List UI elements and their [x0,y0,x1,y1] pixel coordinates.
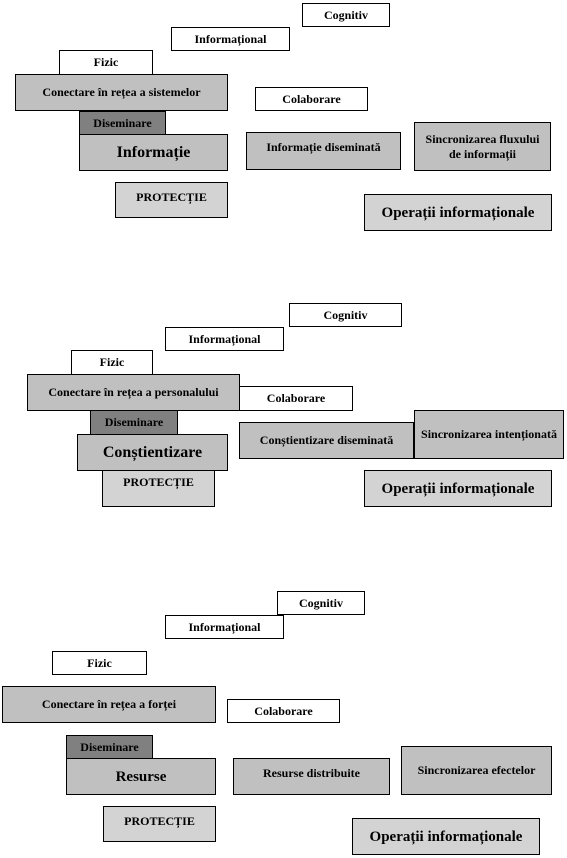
colaborare-box: Colaborare [239,386,353,411]
protectie-box: PROTECȚIE [103,806,216,842]
diseminare-box: Diseminare [66,735,153,759]
operatii-box: Operații informaționale [364,194,552,231]
cognitiv-box: Cognitiv [302,3,390,27]
colaborare-box: Colaborare [255,87,368,111]
sync-box: Sincronizarea efectelor [401,746,552,795]
fizic-box: Fizic [59,50,153,75]
diseminare-box: Diseminare [90,410,178,435]
cognitiv-box: Cognitiv [289,303,402,327]
disseminated-box: Resurse distribuite [233,758,390,795]
protectie-box: PROTECȚIE [115,182,228,218]
core-box: Resurse [66,758,216,795]
operatii-box: Operații informaționale [352,818,540,855]
core-box: Conștientizare [77,434,228,471]
disseminated-box: Informație diseminată [246,132,401,170]
sync-box: Sincronizarea fluxului de informații [414,122,551,171]
networking-box: Conectare în rețea a forței [2,686,216,723]
informational-box: Informațional [165,327,284,351]
core-box: Informație [79,134,228,171]
sync-box: Sincronizarea intenționată [414,410,564,459]
networking-box: Conectare în rețea a personalului [27,374,240,411]
diseminare-box: Diseminare [79,111,166,135]
disseminated-box: Conștientizare diseminată [239,422,414,459]
colaborare-box: Colaborare [227,699,340,723]
networking-box: Conectare în rețea a sistemelor [15,74,228,111]
cognitiv-box: Cognitiv [277,591,365,615]
operatii-box: Operații informaționale [364,470,552,507]
protectie-box: PROTECȚIE [102,470,215,507]
informational-box: Informațional [165,615,284,639]
fizic-box: Fizic [52,651,147,675]
informational-box: Informațional [171,27,290,51]
fizic-box: Fizic [71,350,153,375]
